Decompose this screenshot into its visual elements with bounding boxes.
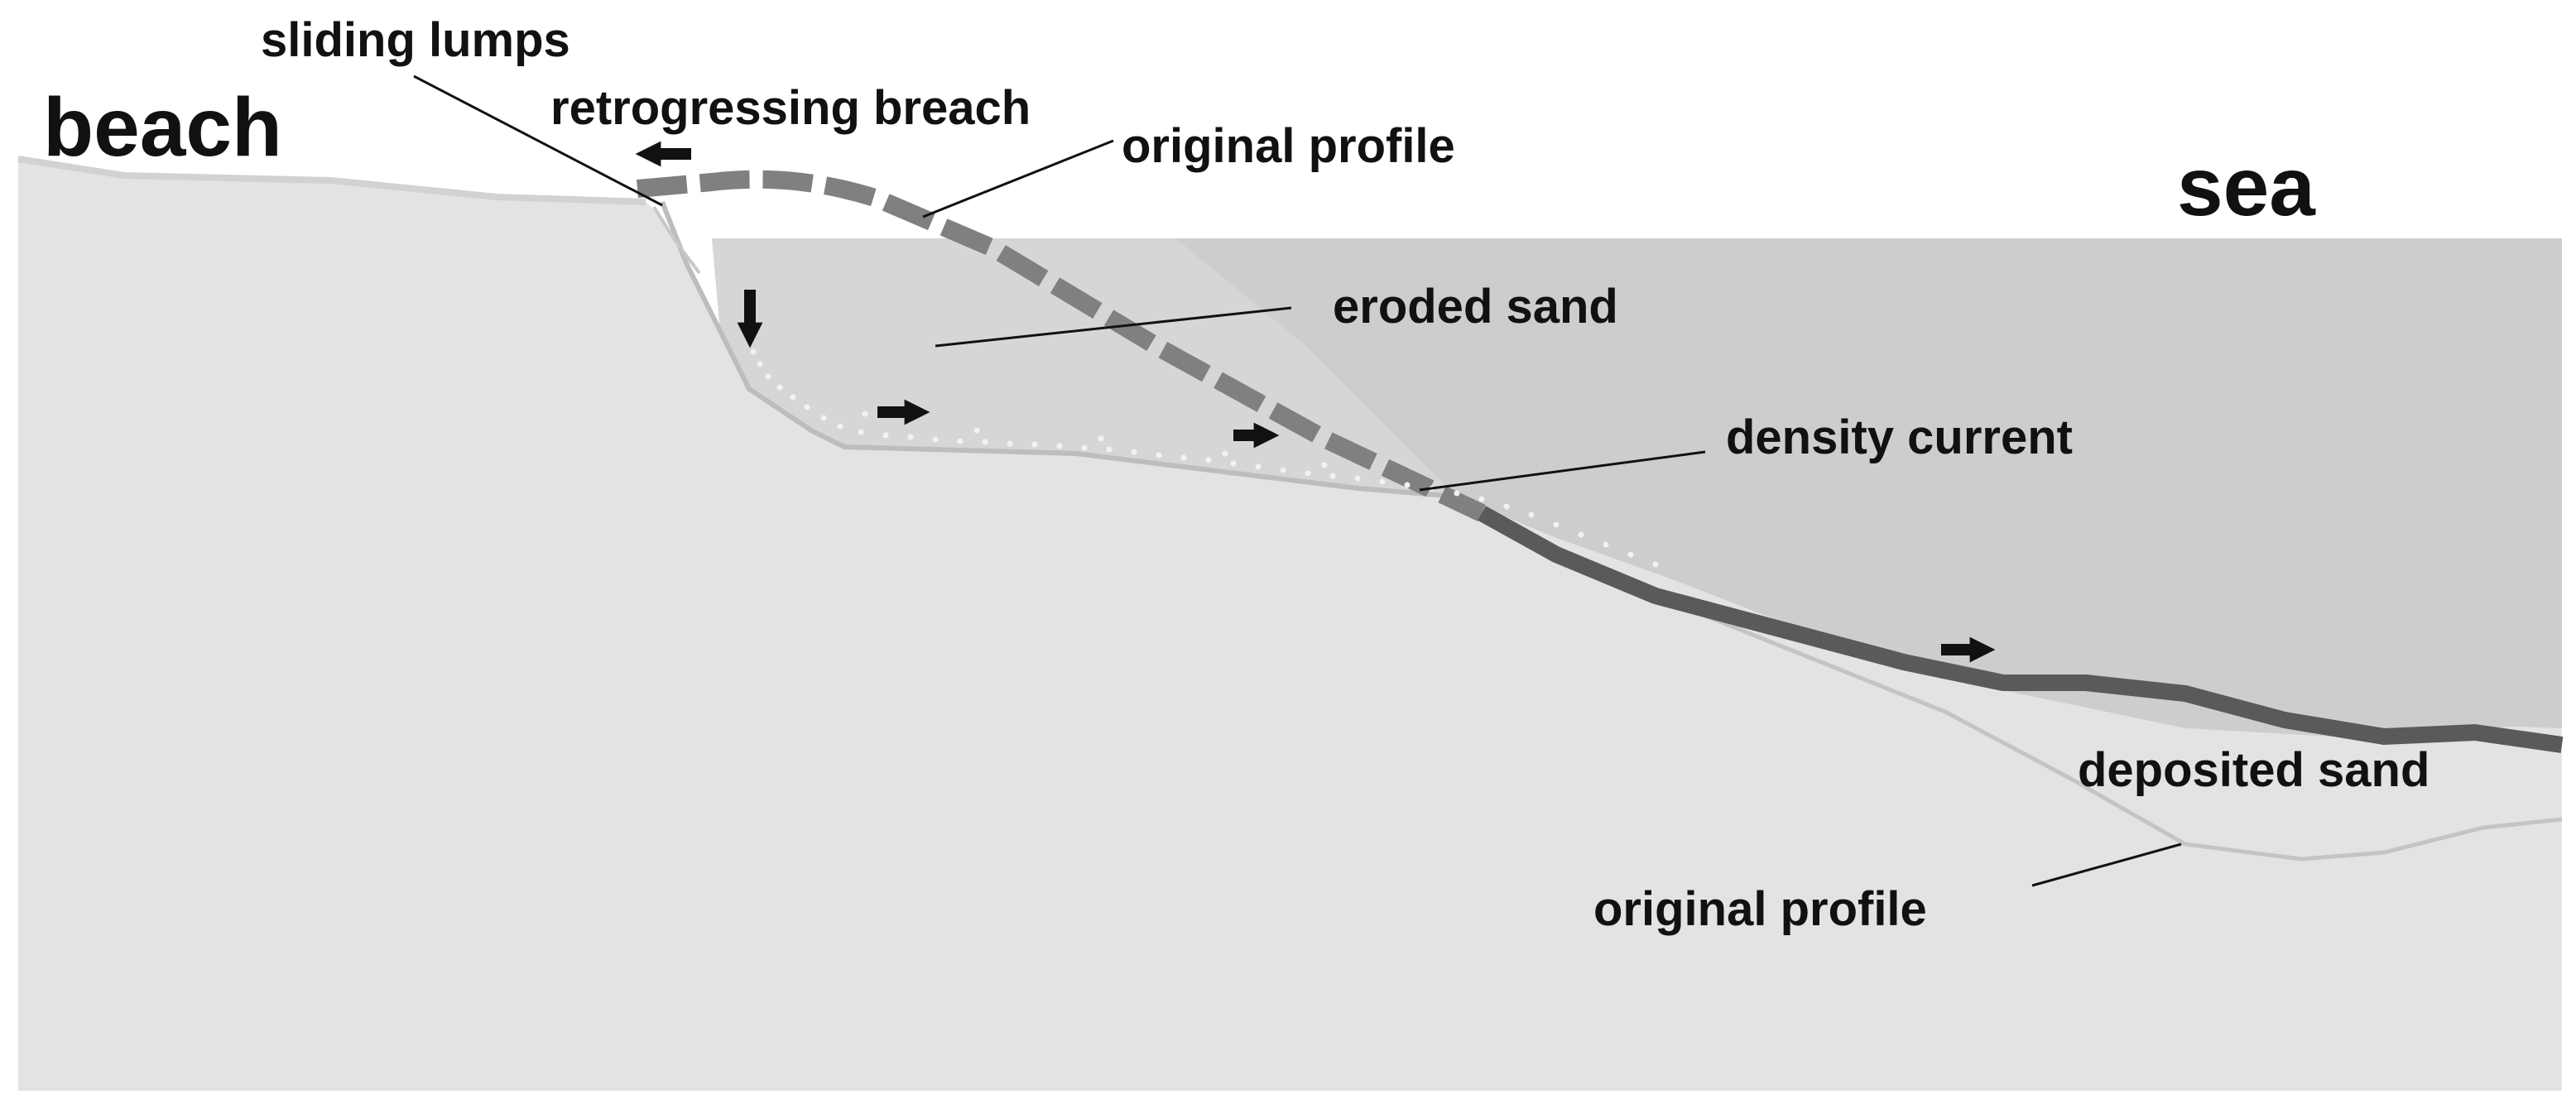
sand-dot [1379,478,1386,485]
sand-dot [765,373,771,380]
sand-dot [757,361,763,367]
sand-dot [837,423,843,430]
sand-dot [882,432,889,439]
sand-dot [1156,452,1162,458]
sand-dot [907,434,914,440]
sand-dot [1553,521,1560,528]
sand-dot [1131,449,1137,455]
beach-label: beach [43,81,282,174]
sand-dot [790,394,796,401]
deposited-sand-label: deposited sand [2078,743,2429,797]
density-current-label: density current [1726,410,2073,464]
ground-area [18,159,2562,1091]
eroded-sand-label: eroded sand [1333,280,1618,334]
breach-scarp [660,200,1458,499]
sand-dot [1056,443,1063,449]
sand-dot [1652,561,1659,568]
sand-dot [1205,457,1212,463]
sand-dot [1478,496,1485,502]
sand-dot [1255,463,1262,470]
original-profile-lower-line [1613,577,2563,862]
original-profile-dashed-line [637,170,1486,521]
beach-surface-line [17,156,646,205]
sand-dot [1305,470,1311,477]
sand-dot [862,410,868,417]
sand-dot [1031,441,1038,448]
sand-dot [1230,460,1237,467]
sand-dot [1321,462,1328,468]
sand-dot [745,334,752,341]
leader-density-current [1419,450,1706,492]
sand-dot [858,429,864,435]
sand-dot [973,427,980,434]
sliding-lumps-label: sliding lumps [261,13,570,67]
original-profile-top-label: original profile [1122,119,1455,173]
sand-dot [1098,435,1104,442]
retrogressing-breach-label: retrogressing breach [550,81,1031,135]
sand-dot [1354,475,1361,482]
sand-dot [982,439,988,445]
sand-dot [820,415,827,421]
sand-dot [1180,454,1187,461]
leader-sliding-lumps [413,74,663,207]
sand-dot [932,436,939,443]
leader-original-profile-bottom [2031,843,2182,887]
sand-dot [1528,511,1535,518]
sand-dot [804,404,810,410]
sand-dot [1578,531,1584,538]
sand-dot [1081,444,1088,451]
new-profile-line [1478,506,2564,753]
sand-dot [776,384,783,391]
sand-dot [1222,450,1228,457]
original-profile-bottom-label: original profile [1593,882,1927,936]
sand-dot [1106,446,1113,453]
sand-dot [1603,541,1609,548]
sand-dot [1627,551,1634,558]
sand-dot [1503,503,1510,510]
sand-dot [1007,440,1013,447]
leader-original-profile-top [922,139,1114,218]
sand-dot [1454,490,1460,497]
leader-eroded-sand [935,306,1292,348]
sand-dot [957,438,964,444]
sand-dot [1329,473,1336,479]
breach-scarp-inner [652,205,701,275]
sea-label: sea [2177,141,2316,233]
sand-dot [750,348,757,355]
sand-dot [1280,467,1286,473]
sand-dot [1404,482,1411,488]
